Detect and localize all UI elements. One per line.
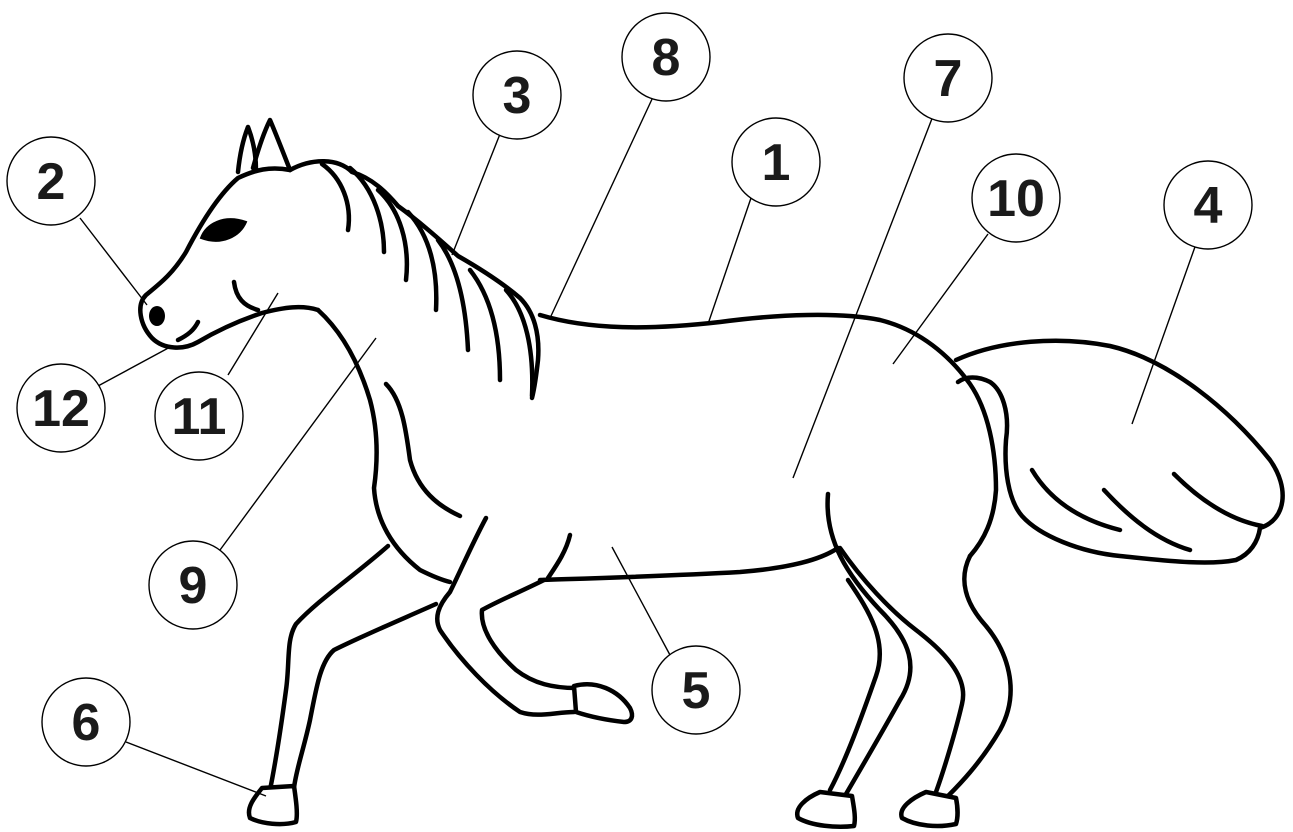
horse-front-leg-raised-inner	[482, 580, 576, 688]
horse-mouth	[178, 322, 198, 340]
callout-11: 11	[155, 372, 243, 460]
callout-10-label: 10	[987, 170, 1045, 228]
callout-12-label: 12	[32, 380, 90, 438]
leader-line-1	[708, 198, 751, 324]
callout-5: 5	[652, 646, 740, 734]
horse-hoof-hind-back	[901, 792, 957, 826]
callout-12: 12	[17, 364, 105, 452]
callout-6: 6	[42, 678, 130, 766]
horse-mane-lock-5	[438, 240, 468, 350]
horse-tail-strand-1	[1032, 470, 1120, 530]
horse-hind-leg-front	[828, 494, 911, 794]
callout-10: 10	[972, 154, 1060, 242]
callouts: 1 2 3 4 5 6 7 8	[7, 13, 1252, 766]
horse-hoof-hind-front	[797, 792, 855, 827]
callout-11-label: 11	[172, 388, 227, 446]
horse-belly	[540, 548, 838, 580]
leader-line-11	[228, 293, 278, 375]
horse-belly-fold	[548, 535, 570, 578]
horse-tail-strand-2	[1104, 490, 1190, 550]
callout-9: 9	[149, 541, 237, 629]
callout-3: 3	[473, 51, 561, 139]
horse-front-leg-extended	[270, 546, 388, 790]
leader-line-2	[80, 218, 147, 305]
callout-9-label: 9	[179, 557, 208, 615]
leader-line-12	[98, 346, 172, 386]
callout-2: 2	[7, 137, 95, 225]
callout-8-label: 8	[652, 29, 681, 87]
leader-line-9	[220, 338, 376, 550]
horse-front-leg-extended-inner	[294, 604, 436, 788]
leader-line-4	[1132, 244, 1196, 424]
callout-7: 7	[904, 34, 992, 122]
leader-line-8	[551, 97, 653, 316]
leader-line-10	[893, 234, 988, 364]
horse-hind-leg-front-inner	[830, 580, 880, 790]
horse-ear-front	[253, 120, 290, 170]
horse-eye	[201, 219, 246, 241]
callout-2-label: 2	[37, 153, 66, 211]
horse-head-front	[140, 168, 318, 347]
horse-mane-lock-1	[322, 164, 349, 230]
callout-1-label: 1	[762, 134, 791, 192]
horse-tail-strand-3	[1174, 474, 1262, 526]
callout-4: 4	[1164, 161, 1252, 249]
callout-7-label: 7	[934, 50, 963, 108]
horse-mane-lock-6	[470, 270, 500, 380]
horse-hoof-front-raised	[574, 684, 632, 722]
horse-back	[540, 315, 996, 556]
callout-3-label: 3	[503, 67, 532, 125]
callout-4-label: 4	[1194, 177, 1223, 235]
horse-neck-front	[318, 310, 450, 582]
leader-line-3	[452, 134, 500, 255]
callout-8: 8	[622, 13, 710, 101]
callout-5-label: 5	[682, 662, 711, 720]
leader-line-6	[126, 742, 266, 796]
horse-nostril	[149, 306, 165, 326]
horse-jaw	[234, 282, 258, 310]
callout-1: 1	[732, 118, 820, 206]
callout-6-label: 6	[72, 694, 101, 752]
horse-chest-detail	[386, 384, 460, 516]
leader-line-5	[612, 547, 670, 655]
